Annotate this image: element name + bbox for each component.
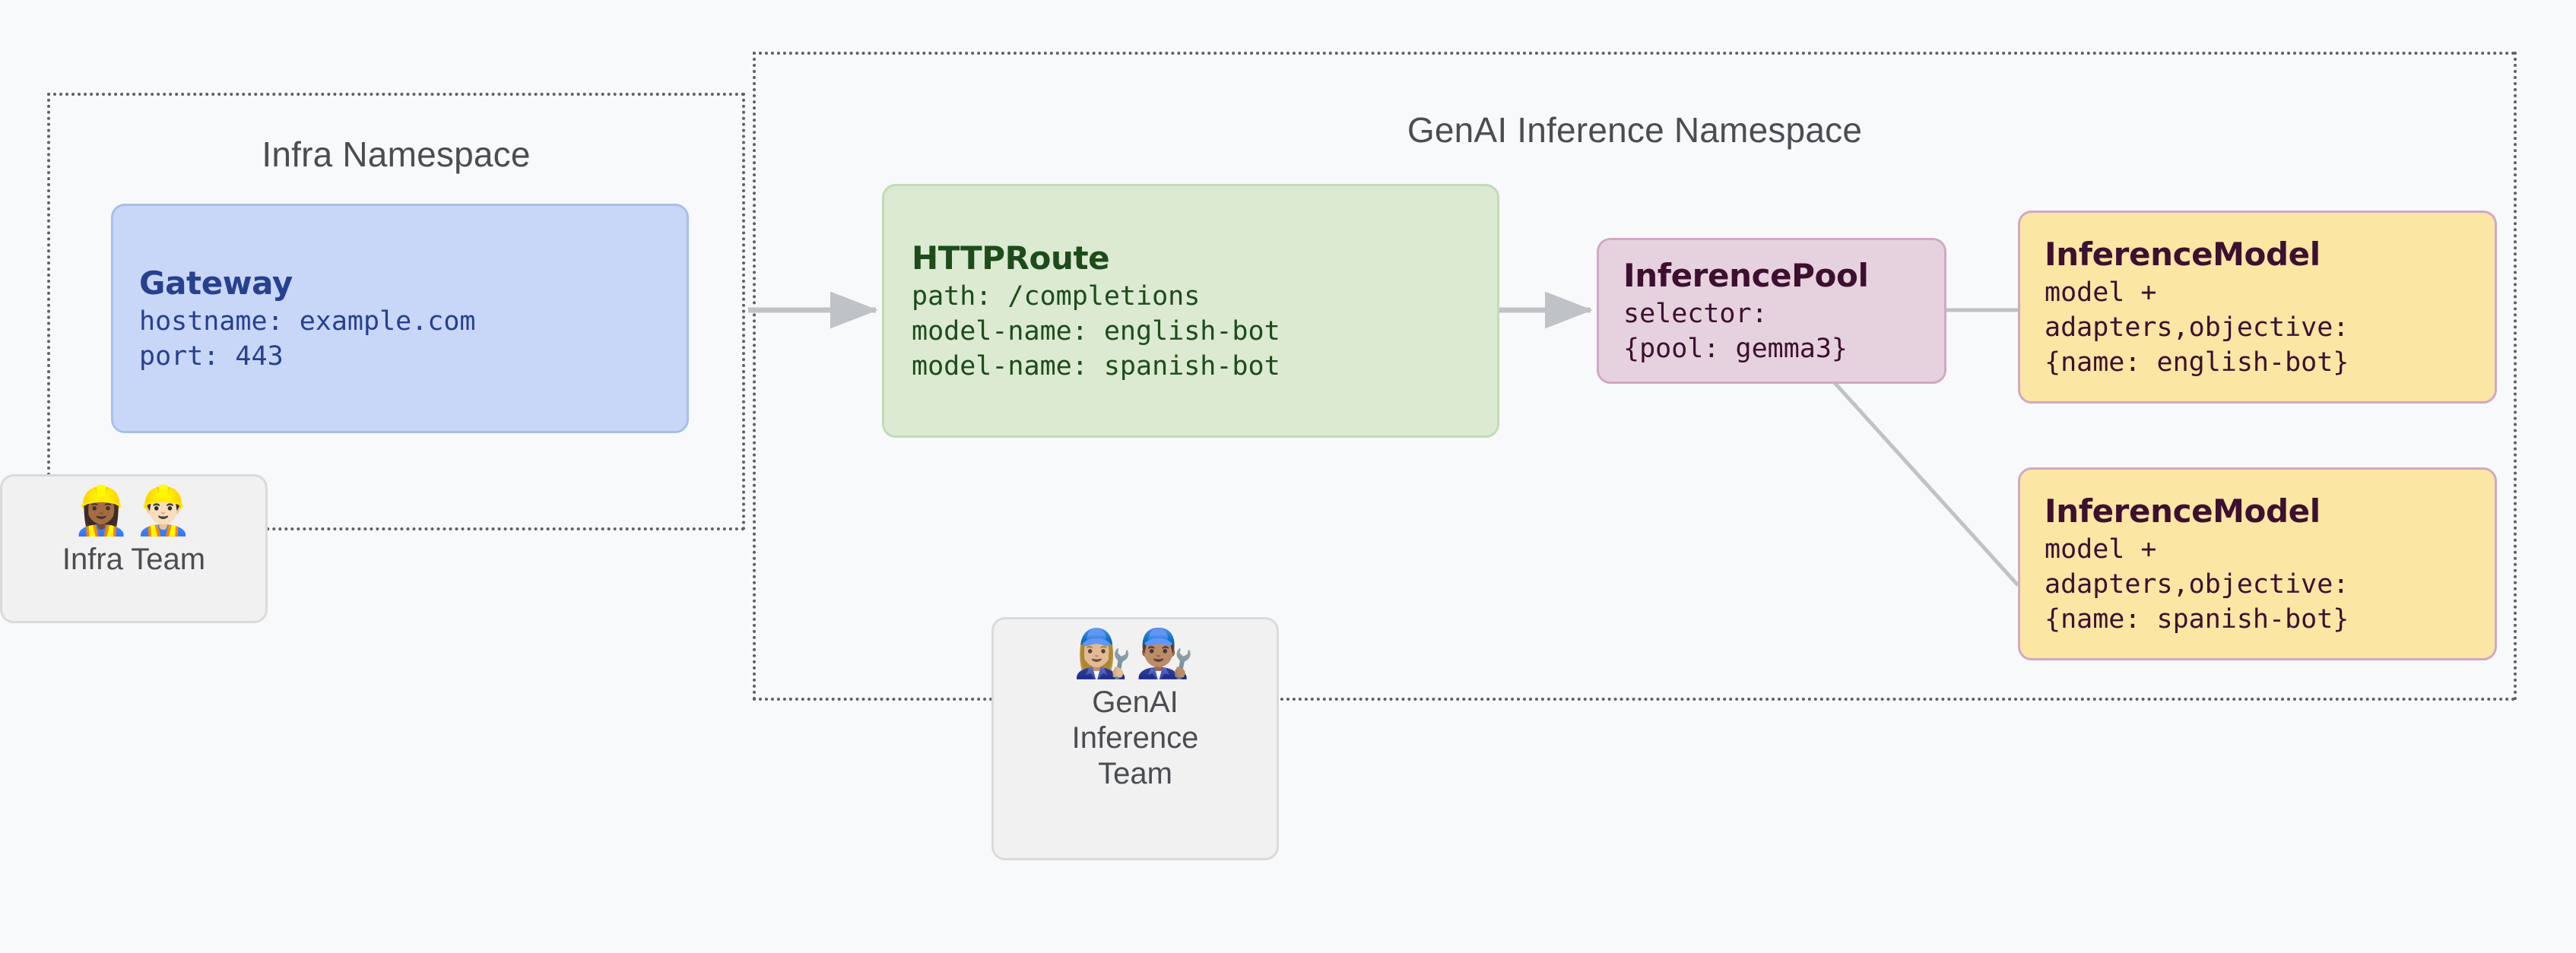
node-inferencepool-details: selector: {pool: gemma3} — [1623, 298, 1848, 364]
namespace-infra-title: Infra Namespace — [262, 135, 531, 174]
node-httproute-details: path: /completions model-name: english-b… — [912, 280, 1280, 382]
node-inferencemodel-english-details: model + adapters,objective: {name: engli… — [2045, 277, 2349, 378]
node-gateway[interactable]: Gateway hostname: example.com port: 443 — [111, 204, 689, 433]
node-inferencemodel-spanish-details: model + adapters,objective: {name: spani… — [2045, 533, 2349, 635]
node-inferencemodel-spanish-title: InferenceModel — [2045, 492, 2321, 530]
team-card-infra-label: Infra Team — [62, 543, 206, 576]
node-inferencemodel-english[interactable]: InferenceModel model + adapters,objectiv… — [2018, 211, 2497, 404]
node-inferencepool-title: InferencePool — [1623, 256, 1869, 294]
namespace-infra: Infra Namespace — [47, 93, 745, 530]
node-inferencemodel-spanish[interactable]: InferenceModel model + adapters,objectiv… — [2018, 467, 2497, 660]
node-httproute-title: HTTPRoute — [912, 239, 1110, 277]
node-httproute[interactable]: HTTPRoute path: /completions model-name:… — [882, 184, 1499, 438]
node-inferencemodel-english-title: InferenceModel — [2045, 235, 2321, 273]
team-card-genai-inference-label: GenAI Inference Team — [1071, 685, 1199, 791]
team-card-infra[interactable]: 👷🏾‍♀️👷🏻‍♂️ Infra Team — [0, 474, 268, 623]
team-card-genai-inference[interactable]: 👩🏼‍🔧👨🏽‍🔧 GenAI Inference Team — [991, 617, 1279, 860]
construction-worker-icons: 👷🏾‍♀️👷🏻‍♂️ — [71, 483, 196, 538]
node-inferencepool[interactable]: InferencePool selector: {pool: gemma3} — [1597, 238, 1946, 384]
namespace-genai: GenAI Inference Namespace — [753, 52, 2517, 701]
mechanic-icons: 👩🏼‍🔧👨🏽‍🔧 — [1073, 625, 1198, 681]
namespace-genai-title: GenAI Inference Namespace — [1407, 110, 1863, 150]
node-gateway-details: hostname: example.com port: 443 — [139, 306, 476, 372]
node-gateway-title: Gateway — [139, 264, 293, 302]
